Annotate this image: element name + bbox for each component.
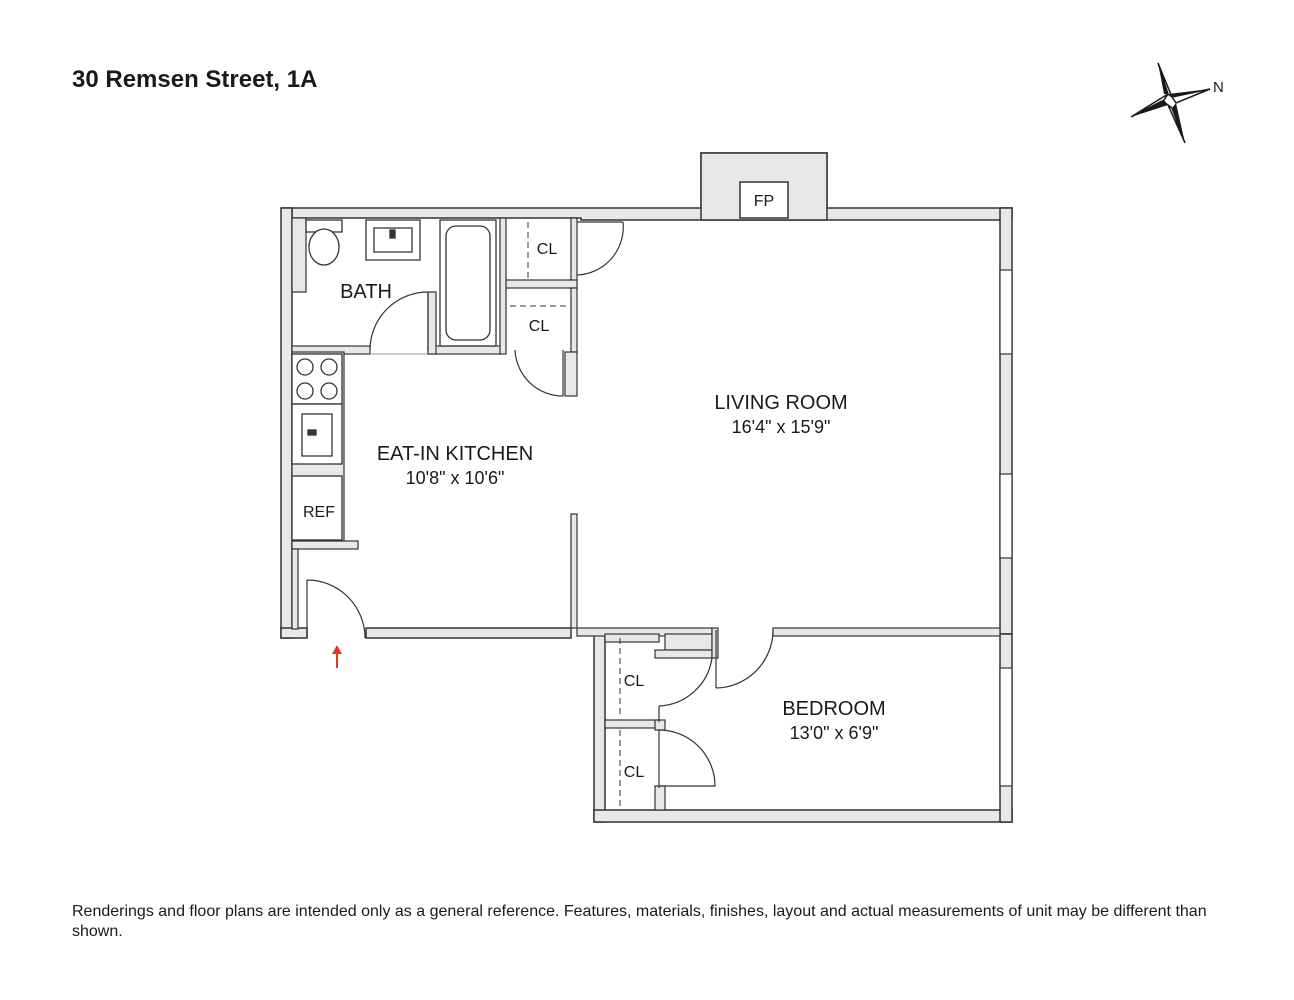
kitchen-sink-icon [291,403,343,465]
refrigerator-label: REF [303,504,335,521]
entry-arrow-icon [332,645,342,668]
closet-door-bedroom-upper-icon [658,657,713,722]
bedroom-dimensions: 13'0" x 6'9" [790,723,879,743]
stove-icon [291,353,343,405]
bathtub-icon [439,219,497,347]
disclaimer: Renderings and floor plans are intended … [72,903,1207,940]
toilet-icon [305,219,343,266]
bedroom-label: BEDROOM [782,698,885,720]
closet-door-middle-icon [514,349,564,397]
compass-icon [1130,62,1211,144]
closet-label: CL [624,764,645,781]
bath-door-icon [369,291,429,351]
compass-label: N [1213,79,1224,96]
living-room-dimensions: 16'4" x 15'9" [732,417,831,437]
bath-label: BATH [340,281,392,303]
fireplace-label: FP [754,193,774,210]
page-title: 30 Remsen Street, 1A [72,66,318,93]
closet-door-bedroom-lower-icon [658,729,716,788]
bedroom-door-icon [715,629,774,689]
bath-sink-icon [365,219,421,261]
refrigerator [291,475,343,541]
windows [999,269,1013,787]
interior-walls [291,217,1001,811]
closet-label: CL [529,318,550,335]
entry-door-icon [306,579,366,639]
fireplace [739,181,789,219]
closet-door-upper-icon [576,221,624,276]
living-room-label: LIVING ROOM [714,392,847,414]
closet-label: CL [537,241,558,258]
kitchen-label: EAT-IN KITCHEN [377,443,533,465]
closet-label: CL [624,673,645,690]
kitchen-dimensions: 10'8" x 10'6" [406,468,505,488]
